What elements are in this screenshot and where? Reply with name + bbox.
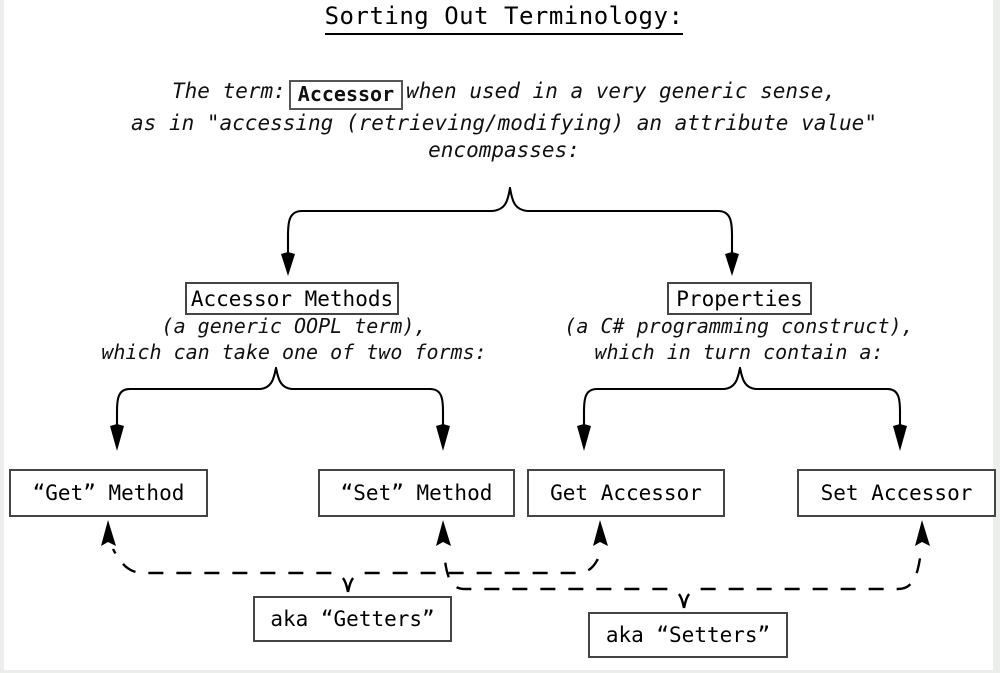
accessor-term-box: Accessor [288, 80, 404, 110]
node-set-accessor-label: Set Accessor [820, 481, 973, 505]
caption-accessor-methods-line-2: which can take one of two forms: [101, 340, 487, 364]
node-properties-label: Properties [676, 286, 803, 311]
brace-properties-to-accessors [577, 366, 907, 451]
page-title-text: Sorting Out Terminology: [324, 2, 684, 35]
dashed-brace-getters [101, 520, 608, 593]
intro-line-1-prefix: The term: [172, 79, 286, 103]
node-get-accessor[interactable]: Get Accessor [527, 469, 725, 517]
caption-properties-line-1: (a C# programming construct), [564, 314, 914, 338]
caption-accessor-methods: (a generic OOPL term), which can take on… [64, 313, 524, 365]
caption-accessor-methods-line-1: (a generic OOPL term), [161, 314, 427, 338]
brace-accessor-methods-to-methods [110, 366, 450, 451]
caption-properties: (a C# programming construct), which in t… [519, 313, 959, 365]
intro-line-3: encompasses: [428, 138, 580, 162]
dashed-brace-setters [436, 520, 930, 609]
node-properties[interactable]: Properties [667, 282, 812, 315]
node-setters[interactable]: aka “Setters” [588, 612, 788, 658]
intro-line-1-suffix: when used in a very generic sense, [406, 79, 836, 103]
node-set-accessor[interactable]: Set Accessor [797, 469, 996, 517]
intro-line-2: as in "accessing (retrieving/modifying) … [131, 111, 877, 135]
page-title: Sorting Out Terminology: [4, 2, 1000, 35]
node-get-method-label: “Get” Method [32, 481, 185, 505]
brace-intro-to-level2 [281, 186, 739, 276]
node-set-method[interactable]: “Set” Method [318, 469, 515, 517]
node-set-method-label: “Set” Method [340, 481, 493, 505]
node-setters-label: aka “Setters” [605, 623, 771, 647]
node-getters[interactable]: aka “Getters” [253, 596, 452, 642]
node-accessor-methods-label: Accessor Methods [190, 286, 394, 311]
node-get-method[interactable]: “Get” Method [9, 469, 208, 517]
node-getters-label: aka “Getters” [270, 607, 435, 631]
node-get-accessor-label: Get Accessor [550, 481, 702, 505]
node-accessor-methods[interactable]: Accessor Methods [185, 282, 399, 315]
caption-properties-line-2: which in turn contain a: [594, 340, 884, 364]
